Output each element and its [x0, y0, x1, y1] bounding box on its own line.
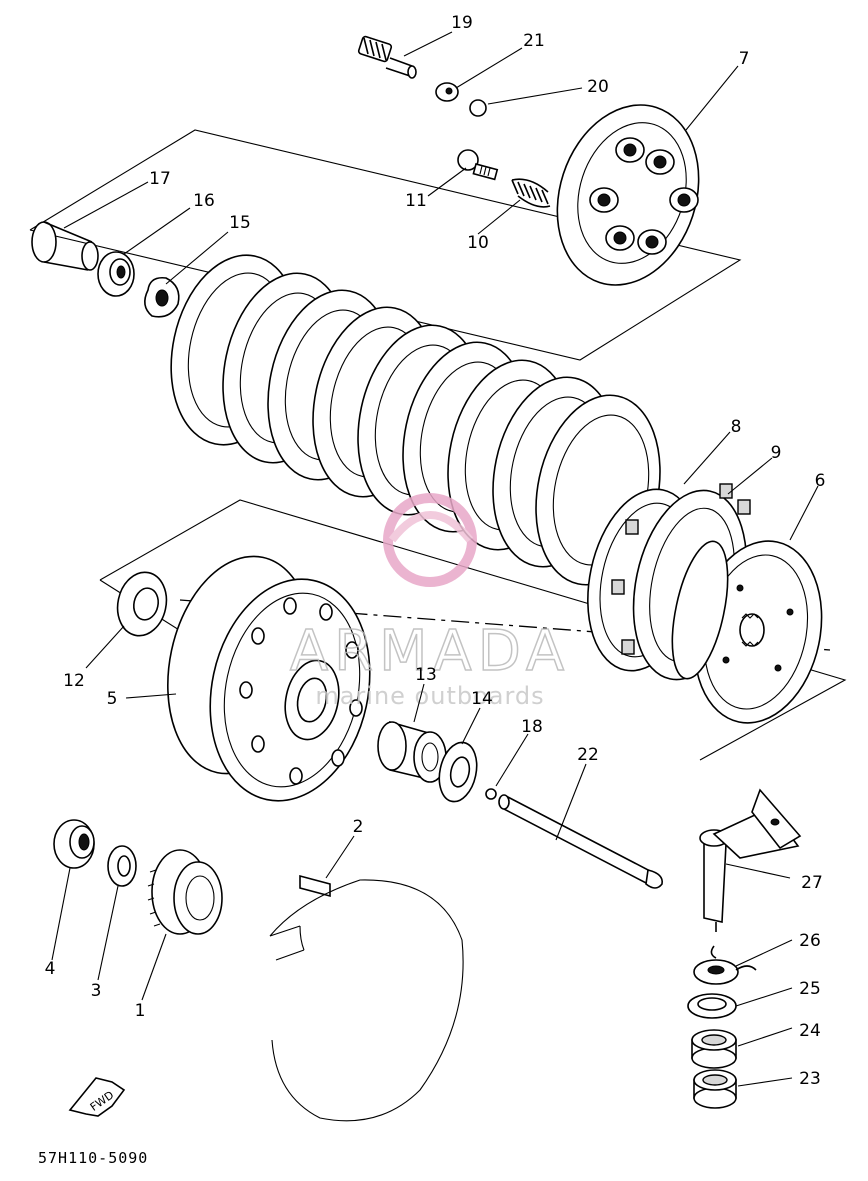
part-3-washer[interactable] — [107, 845, 137, 887]
forward-direction-arrow: FWD — [68, 1077, 126, 1117]
callout-19: 19 — [451, 13, 473, 33]
part-12-thrust-washer[interactable] — [112, 568, 172, 641]
callout-labels: 19 21 20 7 11 10 17 16 15 8 9 6 12 5 13 … — [45, 13, 826, 1089]
part-15-lock-washer[interactable] — [144, 276, 180, 318]
part-7-pressure-plate[interactable] — [535, 86, 721, 303]
part-24-bearing[interactable] — [691, 1029, 737, 1069]
callout-7: 7 — [739, 49, 750, 69]
part-1-primary-drive-gear[interactable] — [147, 849, 223, 935]
callout-21: 21 — [523, 31, 545, 51]
part-18-ball[interactable] — [485, 788, 497, 800]
part-17-push-piece[interactable] — [31, 221, 99, 271]
part-13-spacer[interactable] — [377, 720, 447, 783]
callout-9: 9 — [771, 443, 782, 463]
callout-1: 1 — [135, 1001, 146, 1021]
callout-4: 4 — [45, 959, 56, 979]
diagram-code: 57H110-5090 — [38, 1149, 148, 1167]
callout-15: 15 — [229, 213, 251, 233]
part-21-nut[interactable] — [435, 82, 459, 102]
callout-22: 22 — [577, 745, 599, 765]
callout-20: 20 — [587, 77, 609, 97]
part-25-seal[interactable] — [687, 993, 737, 1019]
callout-27: 27 — [801, 873, 823, 893]
part-2-key[interactable] — [299, 874, 331, 898]
part-16-bearing[interactable] — [97, 251, 135, 297]
part-19-adjust-screw[interactable] — [357, 35, 417, 79]
part-23-bearing[interactable] — [693, 1069, 737, 1109]
part-14-washer[interactable] — [434, 739, 482, 805]
part-27-push-lever-shaft[interactable] — [699, 788, 802, 932]
watermark-logo-mark — [383, 493, 477, 587]
part-22-push-rod[interactable] — [498, 794, 664, 889]
clutch-plate-stack — [170, 254, 661, 586]
callout-25: 25 — [799, 979, 821, 999]
part-26-spring[interactable] — [693, 945, 757, 985]
armada-watermark: ARMADA marine outboards — [289, 493, 570, 710]
part-6-clutch-boss[interactable] — [662, 529, 838, 735]
callout-13: 13 — [415, 665, 437, 685]
callout-2: 2 — [353, 817, 364, 837]
callout-6: 6 — [815, 471, 826, 491]
callout-5: 5 — [107, 689, 118, 709]
callout-8: 8 — [731, 417, 742, 437]
callout-16: 16 — [193, 191, 215, 211]
part-4-nut[interactable] — [53, 819, 95, 869]
crankshaft-outline — [269, 879, 464, 1122]
part-20-circlip[interactable] — [469, 99, 487, 117]
leader-lines — [51, 31, 819, 1087]
callout-17: 17 — [149, 169, 171, 189]
callout-14: 14 — [471, 689, 493, 709]
callout-18: 18 — [521, 717, 543, 737]
callout-24: 24 — [799, 1021, 821, 1041]
part-10-spring[interactable] — [511, 178, 551, 208]
watermark-tagline: marine outboards — [315, 682, 544, 710]
callout-26: 26 — [799, 931, 821, 951]
part-11-bolt[interactable] — [457, 149, 499, 181]
watermark-brand: ARMADA — [290, 619, 570, 684]
callout-12: 12 — [63, 671, 85, 691]
callout-10: 10 — [467, 233, 489, 253]
callout-23: 23 — [799, 1069, 821, 1089]
callout-11: 11 — [405, 191, 427, 211]
part-5-clutch-housing[interactable] — [149, 543, 390, 816]
callout-3: 3 — [91, 981, 102, 1001]
